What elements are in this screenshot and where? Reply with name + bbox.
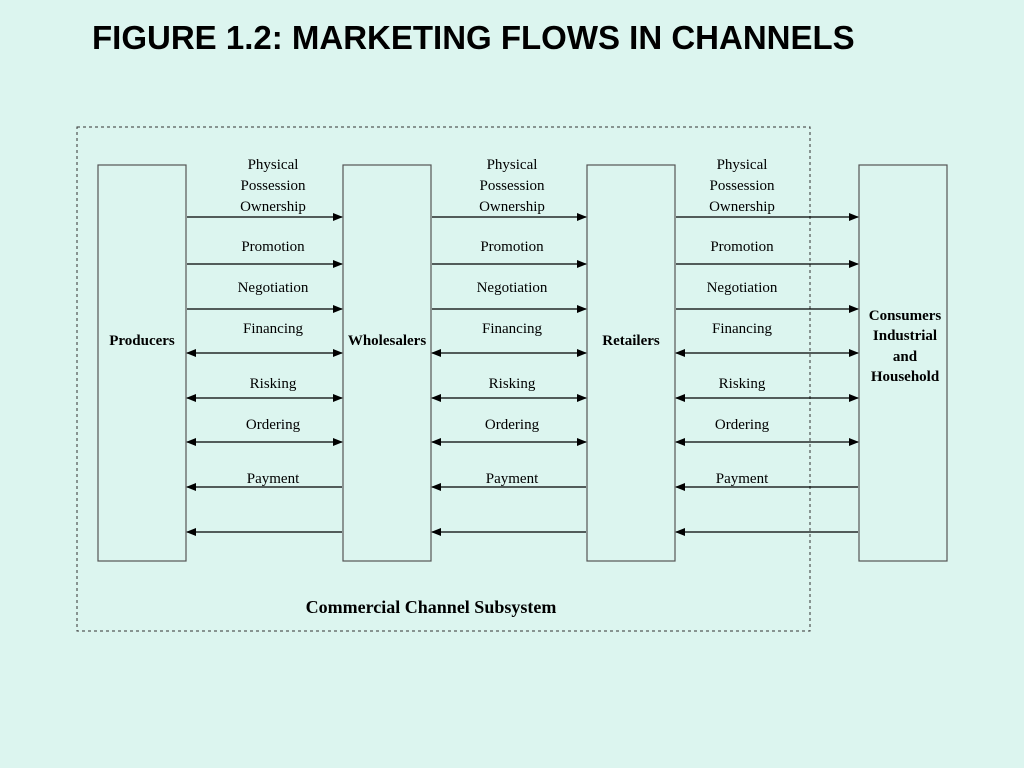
flow-label: Promotion (710, 239, 774, 255)
retailers-label: Retailers (602, 333, 660, 349)
flow-label: Ownership (240, 199, 306, 215)
flow-label: Physical (248, 157, 299, 173)
flow-label: Negotiation (477, 280, 548, 296)
node-wholesalers: Wholesalers (342, 164, 432, 562)
consumers-label: Consumers (869, 308, 942, 324)
flow-label: Risking (489, 376, 536, 392)
slide-title: FIGURE 1.2: MARKETING FLOWS IN CHANNELS (92, 19, 855, 56)
flow-label: Physical (487, 157, 538, 173)
flow-label: Payment (716, 471, 769, 487)
consumers-label: and (893, 349, 918, 365)
flow-label: Possession (240, 178, 306, 194)
flow-label: Physical (717, 157, 768, 173)
flow-label: Possession (709, 178, 775, 194)
consumers-box (858, 164, 948, 562)
subsystem-caption: Commercial Channel Subsystem (306, 597, 557, 617)
flow-label: Risking (719, 376, 766, 392)
flow-label: Negotiation (238, 280, 309, 296)
retailers-box (586, 164, 676, 562)
flow-label: Promotion (480, 239, 544, 255)
flow-label: Financing (712, 321, 772, 337)
flow-label: Ownership (709, 199, 775, 215)
node-retailers: Retailers (586, 164, 676, 562)
consumers-label: Industrial (873, 328, 937, 344)
flow-label: Ordering (485, 417, 540, 433)
wholesalers-label: Wholesalers (348, 333, 426, 349)
producers-box (97, 164, 187, 562)
flow-label: Ordering (715, 417, 770, 433)
flow-label: Payment (486, 471, 539, 487)
flow-label: Financing (482, 321, 542, 337)
consumers-label: Household (871, 369, 940, 385)
producers-label: Producers (109, 333, 175, 349)
wholesalers-box (342, 164, 432, 562)
flow-label: Payment (247, 471, 300, 487)
flow-label: Risking (250, 376, 297, 392)
flow-label: Ownership (479, 199, 545, 215)
flow-label: Negotiation (707, 280, 778, 296)
commercial-channel-subsystem-boundary (76, 126, 811, 632)
flow-label: Possession (479, 178, 545, 194)
flow-label: Financing (243, 321, 303, 337)
flow-label: Promotion (241, 239, 305, 255)
flow-label: Ordering (246, 417, 301, 433)
node-producers: Producers (97, 164, 187, 562)
